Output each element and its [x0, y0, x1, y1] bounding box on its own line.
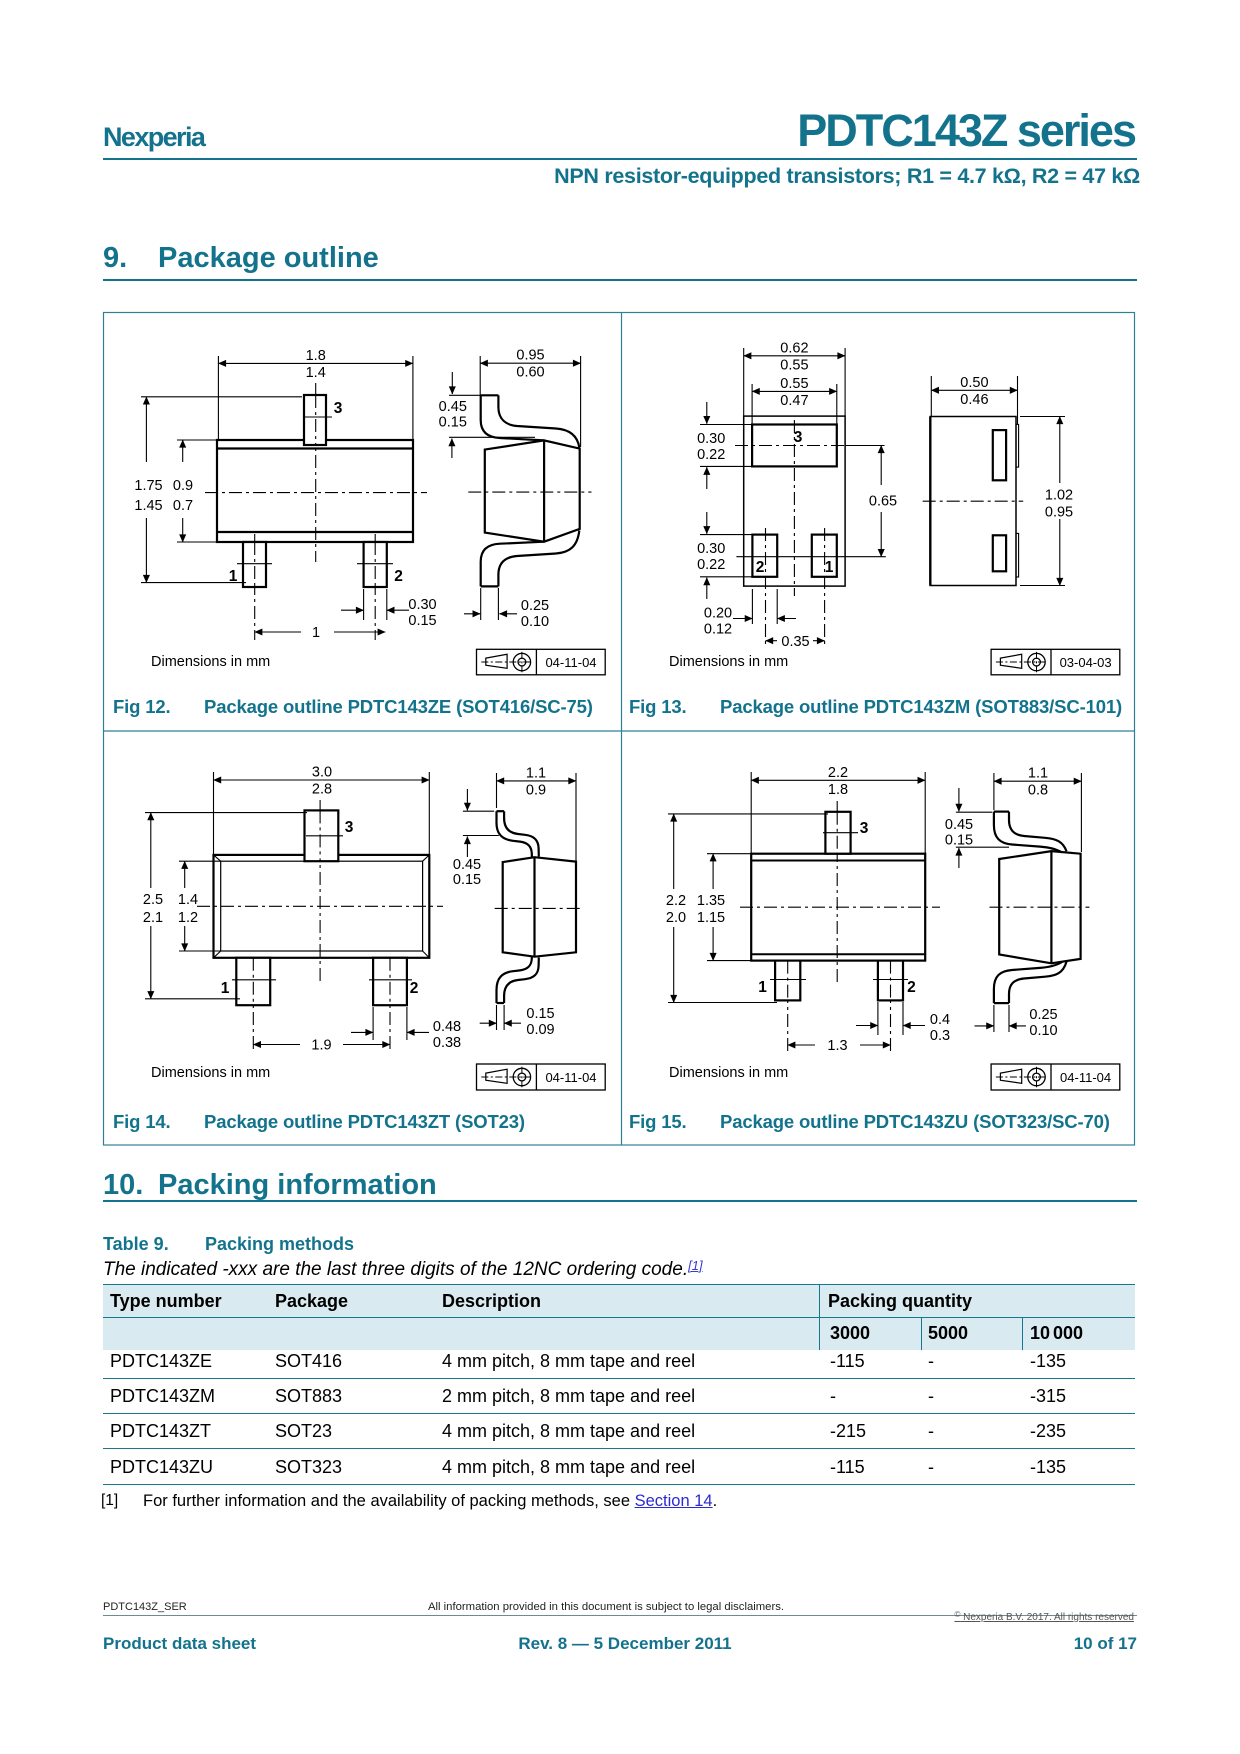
svg-text:3: 3 [334, 400, 343, 417]
svg-text:0.15: 0.15 [526, 1006, 554, 1022]
svg-text:04-11-04: 04-11-04 [545, 655, 596, 670]
svg-text:0.10: 0.10 [1029, 1023, 1057, 1039]
svg-text:0.30: 0.30 [697, 431, 725, 447]
svg-text:0.9: 0.9 [173, 478, 193, 494]
svg-text:0.20: 0.20 [704, 606, 732, 622]
svg-text:1.1: 1.1 [1028, 766, 1048, 782]
svg-text:2.8: 2.8 [312, 782, 332, 798]
svg-text:1.35: 1.35 [697, 893, 725, 909]
svg-text:3.0: 3.0 [312, 765, 332, 781]
svg-text:1: 1 [758, 979, 767, 996]
svg-text:0.95: 0.95 [516, 348, 544, 364]
svg-text:04-11-04: 04-11-04 [545, 1070, 596, 1085]
svg-text:04-11-04: 04-11-04 [1060, 1070, 1111, 1085]
svg-text:0.45: 0.45 [453, 857, 481, 873]
svg-text:0.35: 0.35 [781, 634, 809, 650]
svg-text:1.02: 1.02 [1045, 488, 1073, 504]
svg-text:1.15: 1.15 [697, 910, 725, 926]
svg-text:0.4: 0.4 [930, 1012, 950, 1028]
svg-text:0.3: 0.3 [930, 1028, 950, 1044]
svg-text:0.12: 0.12 [704, 622, 732, 638]
svg-text:1.3: 1.3 [827, 1038, 847, 1054]
svg-text:0.25: 0.25 [521, 598, 549, 614]
svg-text:0.15: 0.15 [408, 613, 436, 629]
svg-text:0.65: 0.65 [869, 494, 897, 510]
svg-text:0.60: 0.60 [516, 365, 544, 381]
svg-text:2.2: 2.2 [666, 893, 686, 909]
svg-text:0.9: 0.9 [526, 782, 546, 798]
svg-text:3: 3 [860, 820, 869, 837]
svg-text:1: 1 [221, 980, 230, 997]
svg-text:0.25: 0.25 [1029, 1007, 1057, 1023]
svg-text:0.55: 0.55 [780, 357, 808, 373]
svg-text:2.0: 2.0 [666, 910, 686, 926]
svg-text:2.5: 2.5 [143, 892, 163, 908]
svg-text:0.47: 0.47 [780, 393, 808, 409]
svg-text:0.15: 0.15 [945, 833, 973, 849]
svg-text:0.15: 0.15 [439, 415, 467, 431]
svg-text:0.30: 0.30 [408, 597, 436, 613]
svg-text:2: 2 [410, 980, 419, 997]
svg-text:0.7: 0.7 [173, 498, 193, 514]
svg-text:1.1: 1.1 [526, 765, 546, 781]
svg-text:0.22: 0.22 [697, 447, 725, 463]
svg-text:0.22: 0.22 [697, 557, 725, 573]
svg-text:1: 1 [825, 559, 834, 576]
svg-text:0.62: 0.62 [780, 340, 808, 356]
svg-text:2: 2 [756, 559, 765, 576]
svg-text:0.09: 0.09 [526, 1022, 554, 1038]
svg-text:2.2: 2.2 [828, 765, 848, 781]
svg-text:0.30: 0.30 [697, 541, 725, 557]
svg-text:2.1: 2.1 [143, 910, 163, 926]
svg-text:2: 2 [394, 568, 403, 585]
svg-text:1: 1 [229, 568, 238, 585]
svg-text:0.15: 0.15 [453, 872, 481, 888]
svg-text:1.45: 1.45 [134, 498, 162, 514]
svg-text:0.95: 0.95 [1045, 505, 1073, 521]
svg-text:0.38: 0.38 [433, 1035, 461, 1051]
svg-text:0.45: 0.45 [945, 817, 973, 833]
svg-text:0.10: 0.10 [521, 614, 549, 630]
svg-text:1.2: 1.2 [178, 910, 198, 926]
svg-text:0.55: 0.55 [780, 376, 808, 392]
svg-text:0.48: 0.48 [433, 1019, 461, 1035]
svg-text:1.4: 1.4 [178, 892, 198, 908]
svg-text:03-04-03: 03-04-03 [1060, 655, 1112, 670]
svg-text:0.8: 0.8 [1028, 783, 1048, 799]
svg-text:1.4: 1.4 [306, 365, 326, 381]
svg-text:2: 2 [907, 979, 916, 996]
svg-text:1.75: 1.75 [134, 478, 162, 494]
svg-text:0.45: 0.45 [439, 399, 467, 415]
svg-text:1: 1 [312, 625, 320, 641]
svg-text:0.50: 0.50 [960, 375, 988, 391]
svg-text:3: 3 [794, 429, 803, 446]
svg-text:1.8: 1.8 [306, 348, 326, 364]
svg-text:3: 3 [345, 819, 354, 836]
svg-text:1.8: 1.8 [828, 782, 848, 798]
svg-text:1.9: 1.9 [311, 1037, 331, 1053]
svg-text:0.46: 0.46 [960, 392, 988, 408]
